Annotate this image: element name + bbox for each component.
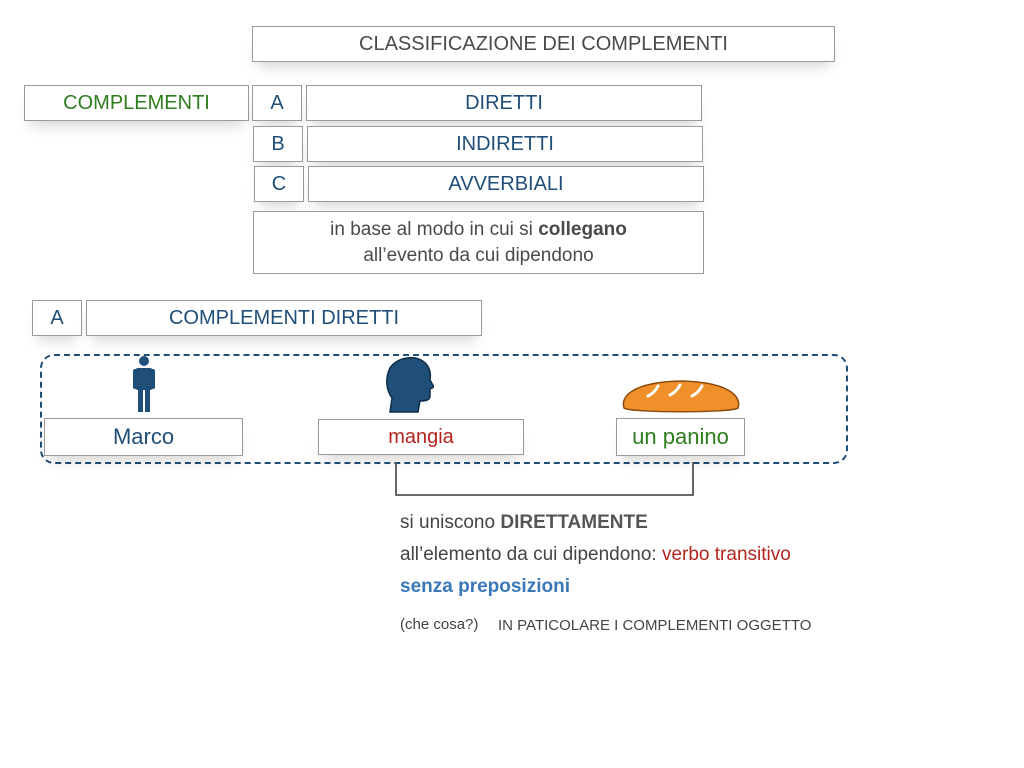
section-letter: A [50, 306, 64, 329]
subject-label: Marco [112, 424, 175, 449]
criterion-bold: collegano [538, 218, 627, 240]
letter-b-box: B [253, 126, 303, 162]
page-title-text: CLASSIFICAZIONE DEI COMPLEMENTI [359, 32, 728, 55]
head-icon [386, 356, 434, 413]
criterion-box: in base al modo in cui si collegano all’… [253, 211, 704, 274]
question-label: (che cosa?) [400, 616, 479, 633]
diretti-box: DIRETTI [306, 85, 702, 121]
criterion-line2: all’evento da cui dipendono [363, 244, 594, 266]
letter-c: C [271, 172, 287, 195]
explanation-line2-text: all’elemento da cui dipendono: [400, 544, 662, 565]
explanation-line2: all’elemento da cui dipendono: verbo tra… [400, 544, 791, 566]
section-title-box: COMPLEMENTI DIRETTI [86, 300, 482, 336]
person-icon [133, 356, 155, 412]
explanation-line1-text: si uniscono [400, 512, 501, 533]
avverbiali-label: AVVERBIALI [448, 172, 564, 195]
example-group [40, 354, 848, 464]
bread-icon [622, 380, 740, 413]
object-box: un panino [616, 418, 745, 456]
explanation-line1: si uniscono DIRETTAMENTE [400, 512, 648, 534]
object-label: un panino [632, 424, 729, 449]
indiretti-box: INDIRETTI [307, 126, 703, 162]
section-title: COMPLEMENTI DIRETTI [168, 306, 399, 329]
letter-a: A [270, 91, 284, 114]
indiretti-label: INDIRETTI [456, 132, 554, 155]
verb-label: mangia [388, 425, 454, 448]
diretti-label: DIRETTI [465, 91, 543, 114]
subject-box: Marco [44, 418, 243, 456]
explanation-line3: senza preposizioni [400, 576, 570, 597]
letter-b: B [271, 132, 285, 155]
note-label: IN PATICOLARE I COMPLEMENTI OGGETTO [498, 617, 812, 634]
section-letter-box: A [32, 300, 82, 336]
criterion-line1-text: in base al modo in cui si [330, 218, 539, 240]
explanation-bold: DIRETTAMENTE [500, 512, 648, 533]
bracket-connector [395, 462, 694, 496]
verb-box: mangia [318, 419, 524, 455]
explanation-highlight: verbo transitivo [661, 544, 791, 565]
avverbiali-box: AVVERBIALI [308, 166, 704, 202]
letter-a-box: A [252, 85, 302, 121]
page-title: CLASSIFICAZIONE DEI COMPLEMENTI [252, 26, 835, 62]
complementi-box: COMPLEMENTI [24, 85, 249, 121]
complementi-label: COMPLEMENTI [63, 91, 210, 114]
letter-c-box: C [254, 166, 304, 202]
criterion-line1: in base al modo in cui si collegano [330, 217, 627, 243]
